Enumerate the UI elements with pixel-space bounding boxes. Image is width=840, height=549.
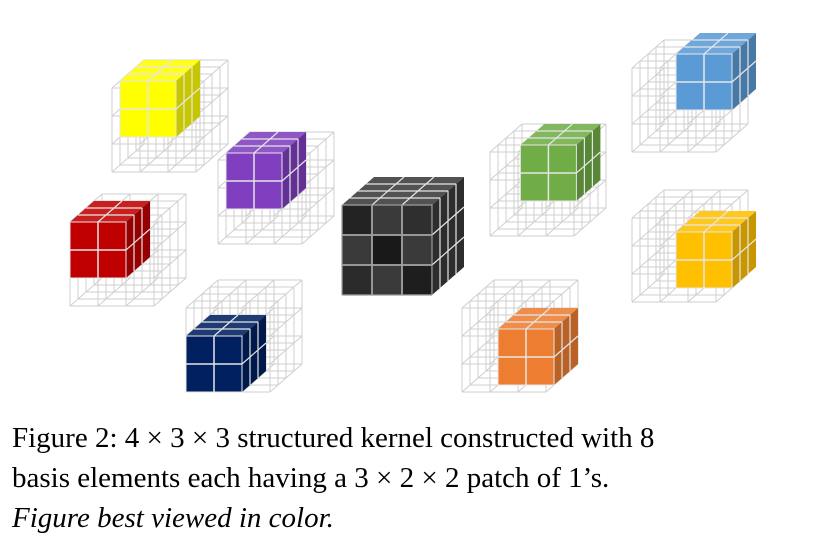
cube-layer — [69, 32, 757, 393]
basis-cube-orange — [461, 279, 579, 393]
basis-cube-purple — [217, 131, 335, 245]
basis-cube-yellow — [111, 59, 229, 173]
basis-cube-gold — [631, 189, 757, 303]
figure-caption: Figure 2: 4 × 3 × 3 structured kernel co… — [12, 418, 832, 538]
caption-line-1: Figure 2: 4 × 3 × 3 structured kernel co… — [12, 418, 832, 458]
kernel-figure — [69, 32, 757, 393]
basis-cube-red — [69, 193, 187, 307]
basis-cube-green — [489, 123, 607, 237]
basis-cube-navy — [185, 279, 303, 393]
caption-line-3: Figure best viewed in color. — [12, 502, 334, 534]
caption-text-1: 4 × 3 × 3 structured kernel constructed … — [124, 422, 655, 454]
central-kernel-cube — [341, 176, 465, 296]
caption-label: Figure 2: — [12, 422, 118, 454]
basis-cube-blue — [631, 32, 757, 153]
caption-line-2: basis elements each having a 3 × 2 × 2 p… — [12, 462, 610, 494]
